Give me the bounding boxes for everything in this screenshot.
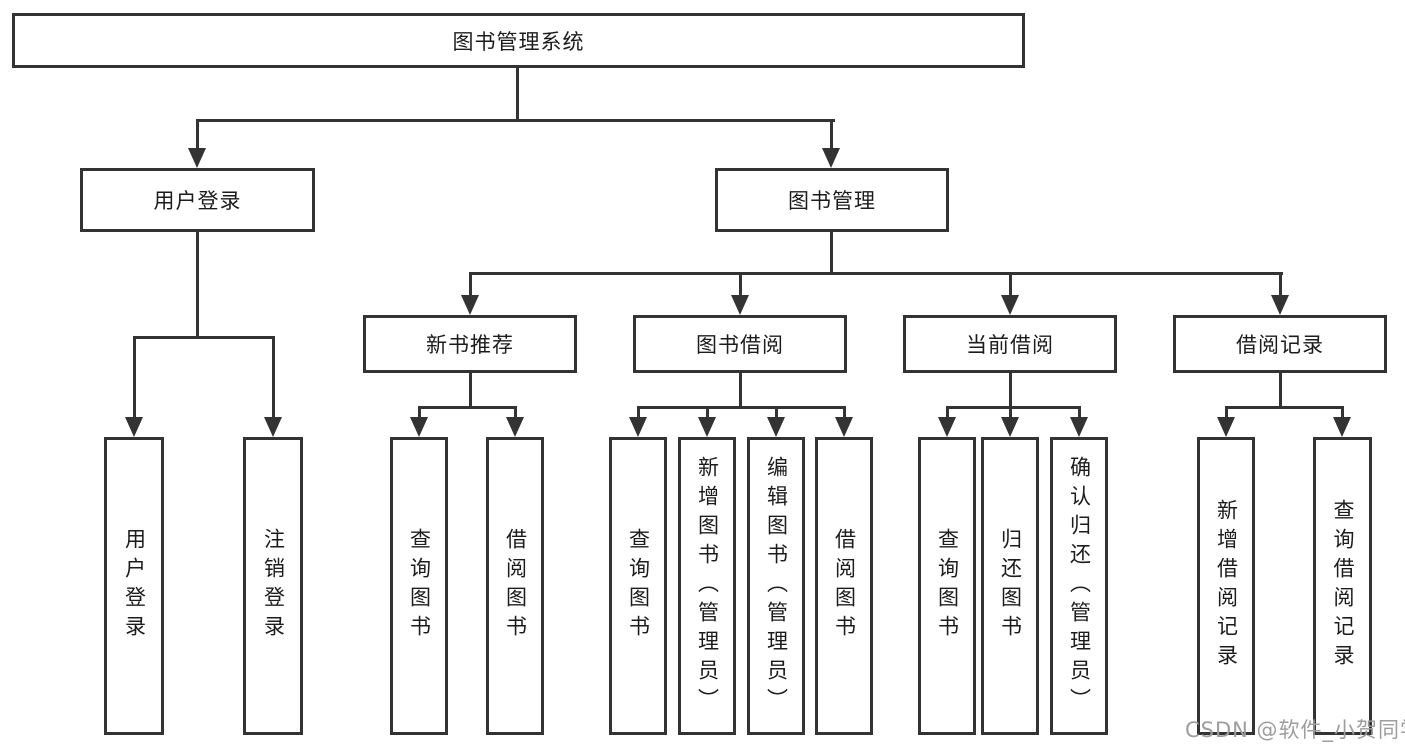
node-root: 图书管理系统 — [12, 13, 1025, 68]
connector-stem-add-book — [706, 406, 709, 424]
arrowhead-leaf-logout-icon — [264, 417, 282, 437]
arrowhead-borrow-query-icon — [629, 417, 647, 437]
node-book-management: 图书管理 — [715, 168, 949, 232]
leaf-recommend-query-book-label: 查询图书 — [407, 528, 432, 644]
connector-borrow-records-trunk — [1279, 371, 1282, 408]
connector-stem-recommend-borrow — [514, 406, 517, 424]
leaf-recommend-borrow-book: 借阅图书 — [486, 437, 544, 735]
connector-stem-query-record — [1341, 406, 1344, 424]
node-current-borrow: 当前借阅 — [903, 315, 1117, 373]
connector-root-trunk — [516, 66, 519, 122]
node-new-book-recommend: 新书推荐 — [363, 315, 577, 373]
arrowhead-return-book-icon — [1001, 417, 1019, 437]
arrowhead-leaf-user-login-icon — [125, 417, 143, 437]
arrowhead-current-borrow-icon — [1001, 295, 1019, 315]
leaf-logout-label: 注销登录 — [261, 528, 286, 644]
node-user-login-branch: 用户登录 — [80, 168, 315, 232]
leaf-borrow-query-book: 查询图书 — [609, 437, 667, 735]
leaf-add-borrow-record: 新增借阅记录 — [1197, 437, 1255, 735]
node-borrow-records-label: 借阅记录 — [1236, 333, 1324, 357]
connector-user-login-bar — [133, 336, 275, 339]
leaf-current-query-book: 查询图书 — [918, 437, 976, 735]
connector-stem-recommend-query — [418, 406, 421, 424]
node-borrow-records: 借阅记录 — [1173, 315, 1387, 373]
leaf-borrow-book: 借阅图书 — [815, 437, 873, 735]
leaf-user-login-label: 用户登录 — [122, 528, 147, 644]
leaf-confirm-return-admin: 确认归还（管理员） — [1050, 437, 1108, 735]
arrowhead-borrow-book-icon — [835, 417, 853, 437]
leaf-return-book-label: 归还图书 — [998, 528, 1023, 644]
csdn-watermark: CSDN @软件_小贺同学 — [1185, 718, 1405, 742]
arrowhead-add-book-icon — [698, 417, 716, 437]
leaf-query-borrow-record: 查询借阅记录 — [1313, 437, 1372, 735]
connector-stem-borrow-records — [1279, 272, 1282, 300]
arrowhead-add-record-icon — [1217, 417, 1235, 437]
connector-new-book-trunk — [469, 371, 472, 408]
arrowhead-borrow-records-icon — [1271, 295, 1289, 315]
arrowhead-confirm-return-icon — [1070, 417, 1088, 437]
node-new-book-recommend-label: 新书推荐 — [426, 333, 514, 357]
arrowhead-book-borrow-icon — [731, 295, 749, 315]
arrowhead-new-book-icon — [461, 295, 479, 315]
connector-stem-book-management — [830, 119, 833, 152]
connector-stem-current-query — [946, 406, 949, 424]
leaf-current-query-book-label: 查询图书 — [935, 528, 960, 644]
connector-stem-current-borrow — [1009, 272, 1012, 300]
connector-stem-confirm-return — [1078, 406, 1081, 424]
leaf-confirm-return-admin-label: 确认归还（管理员） — [1067, 455, 1092, 717]
leaf-borrow-book-label: 借阅图书 — [832, 528, 857, 644]
connector-book-borrow-bar — [637, 406, 846, 409]
arrowhead-recommend-borrow-icon — [506, 417, 524, 437]
connector-stem-user-login — [196, 119, 199, 152]
connector-stem-edit-book — [775, 406, 778, 424]
connector-stem-return-book — [1009, 406, 1012, 424]
connector-current-borrow-trunk — [1009, 371, 1012, 408]
leaf-borrow-query-book-label: 查询图书 — [626, 528, 651, 644]
connector-stem-add-record — [1225, 406, 1228, 424]
leaf-user-login: 用户登录 — [104, 437, 164, 735]
node-root-label: 图书管理系统 — [452, 29, 585, 54]
leaf-query-borrow-record-label: 查询借阅记录 — [1331, 499, 1355, 673]
arrowhead-book-management-icon — [822, 148, 840, 168]
connector-stem-borrow-book — [843, 406, 846, 424]
leaf-logout: 注销登录 — [243, 437, 303, 735]
arrowhead-current-query-icon — [938, 417, 956, 437]
connector-stem-book-borrow — [739, 272, 742, 300]
leaf-return-book: 归还图书 — [981, 437, 1039, 735]
leaf-add-borrow-record-label: 新增借阅记录 — [1214, 499, 1239, 673]
arrowhead-edit-book-icon — [767, 417, 785, 437]
leaf-recommend-query-book: 查询图书 — [390, 437, 448, 735]
connector-stem-leaf-logout — [272, 336, 275, 422]
connector-stem-leaf-user-login — [133, 336, 136, 422]
leaf-recommend-borrow-book-label: 借阅图书 — [503, 528, 528, 644]
arrowhead-recommend-query-icon — [410, 417, 428, 437]
connector-book-management-trunk — [830, 230, 833, 274]
leaf-edit-book-admin-label: 编辑图书（管理员） — [764, 455, 789, 717]
connector-level2-bar — [196, 119, 835, 122]
leaf-add-book-admin-label: 新增图书（管理员） — [695, 455, 720, 717]
connector-book-borrow-trunk — [739, 371, 742, 408]
connector-new-book-bar — [418, 406, 517, 409]
arrowhead-user-login-icon — [188, 148, 206, 168]
node-current-borrow-label: 当前借阅 — [966, 333, 1054, 357]
node-book-borrow-label: 图书借阅 — [696, 333, 784, 357]
leaf-edit-book-admin: 编辑图书（管理员） — [747, 437, 805, 735]
arrowhead-query-record-icon — [1333, 417, 1351, 437]
node-book-management-label: 图书管理 — [788, 189, 876, 213]
connector-stem-new-book — [469, 272, 472, 300]
connector-stem-borrow-query — [637, 406, 640, 424]
node-book-borrow: 图书借阅 — [633, 315, 847, 373]
connector-current-borrow-bar — [946, 406, 1081, 409]
node-user-login-branch-label: 用户登录 — [153, 189, 242, 213]
leaf-add-book-admin: 新增图书（管理员） — [678, 437, 736, 735]
connector-borrow-records-bar — [1225, 406, 1344, 409]
connector-user-login-trunk — [196, 230, 199, 338]
connector-level3-bar — [469, 272, 1283, 275]
